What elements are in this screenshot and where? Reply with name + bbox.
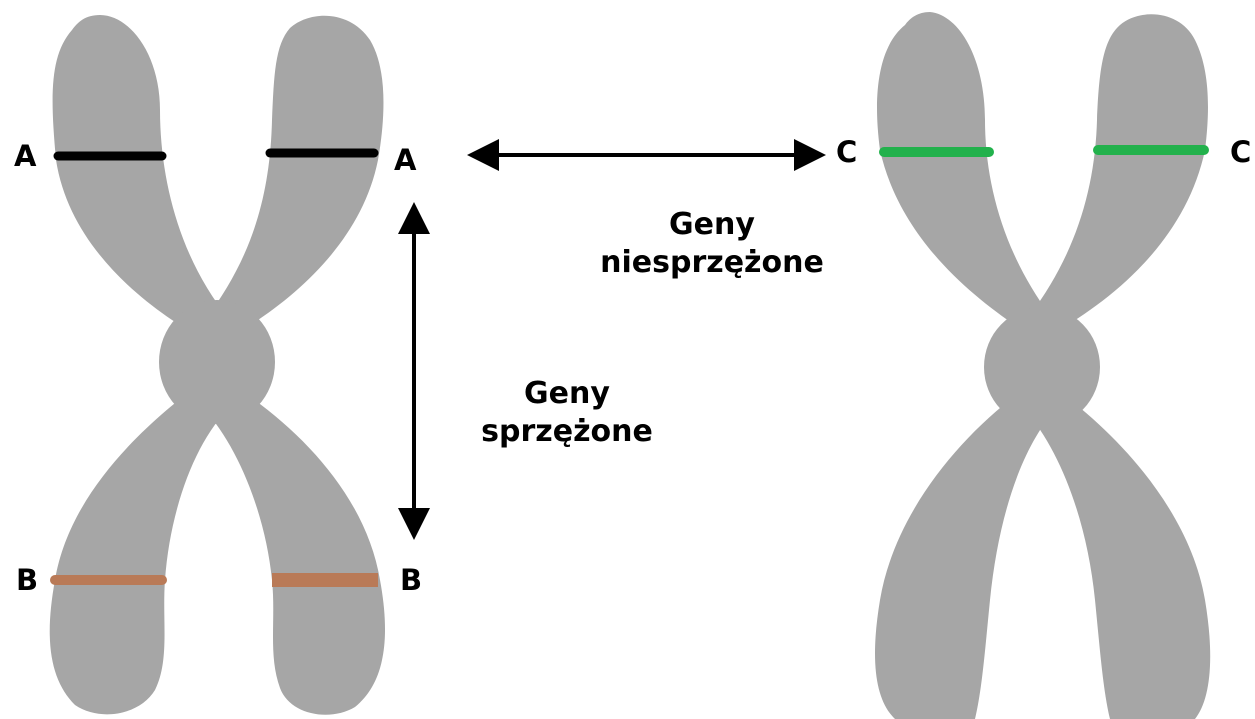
right-chromosome-lower-left-arm bbox=[875, 385, 1055, 719]
unlinked-genes-caption: Geny niesprzężone bbox=[592, 206, 832, 282]
gene-b-label-right: B bbox=[400, 566, 422, 595]
left-chromosome-upper-right-arm bbox=[205, 16, 383, 340]
unlinked-genes-caption-line1: Geny bbox=[592, 206, 832, 244]
right-chromosome-upper-left-arm bbox=[877, 12, 1050, 335]
left-chromosome-lower-left-arm bbox=[50, 380, 232, 714]
linked-genes-caption-line2: sprzężone bbox=[462, 413, 672, 451]
left-chromosome bbox=[50, 15, 385, 715]
right-chromosome-upper-right-arm bbox=[1030, 14, 1208, 335]
left-chromosome-lower-right-arm bbox=[200, 380, 385, 715]
gene-a-label-right: A bbox=[394, 146, 416, 175]
unlinked-genes-caption-line2: niesprzężone bbox=[592, 244, 832, 282]
gene-b-label-left: B bbox=[16, 566, 38, 595]
left-centromere bbox=[159, 300, 275, 424]
right-chromosome-lower-right-arm bbox=[1025, 385, 1210, 719]
gene-c-label-left: C bbox=[836, 138, 857, 167]
linked-genes-caption-line1: Geny bbox=[462, 375, 672, 413]
gene-c-label-right: C bbox=[1230, 138, 1251, 167]
right-centromere bbox=[984, 307, 1100, 427]
right-chromosome bbox=[875, 12, 1210, 719]
linked-genes-caption: Geny sprzężone bbox=[462, 375, 672, 451]
left-chromosome-upper-left-arm bbox=[53, 15, 230, 340]
gene-a-label-left: A bbox=[14, 142, 36, 171]
